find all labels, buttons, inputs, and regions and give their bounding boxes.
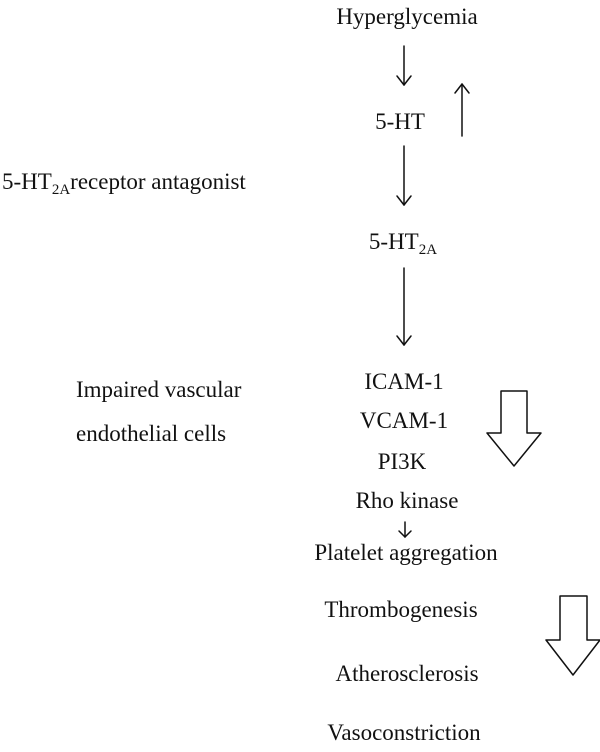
node-impaired-line1: Impaired vascular bbox=[76, 377, 242, 402]
node-atherosclerosis: Atherosclerosis bbox=[335, 661, 479, 686]
antagonist-base: 5-HT bbox=[2, 169, 52, 194]
node-vasoconstriction: Vasoconstriction bbox=[327, 720, 481, 745]
decrease-hollow-arrow-icon-2 bbox=[545, 595, 600, 676]
decrease-hollow-arrow-icon bbox=[486, 390, 542, 467]
node-impaired-line2: endothelial cells bbox=[76, 421, 227, 446]
arrow-5ht2a-to-icam1 bbox=[396, 267, 412, 346]
node-rho-kinase: Rho kinase bbox=[355, 488, 459, 513]
increase-up-arrow-icon bbox=[454, 83, 470, 137]
receptor-subscript: 2A bbox=[418, 242, 438, 258]
node-5ht2a-receptor-antagonist: 5-HT2Areceptor antagonist bbox=[2, 168, 246, 198]
node-vcam1: VCAM-1 bbox=[359, 408, 449, 433]
node-hyperglycemia: Hyperglycemia bbox=[336, 4, 478, 29]
arrow-hyperglycemia-to-5ht bbox=[396, 45, 412, 86]
node-pi3k: PI3K bbox=[377, 449, 427, 474]
node-icam1: ICAM-1 bbox=[364, 369, 444, 394]
antagonist-rest: receptor antagonist bbox=[70, 169, 246, 194]
antagonist-subscript: 2A bbox=[51, 182, 71, 198]
node-5ht: 5-HT bbox=[375, 109, 425, 134]
node-platelet-aggregation: Platelet aggregation bbox=[314, 540, 498, 565]
node-5ht2a: 5-HT2A bbox=[368, 228, 438, 258]
node-thrombogenesis: Thrombogenesis bbox=[324, 597, 478, 622]
receptor-base: 5-HT bbox=[368, 229, 419, 254]
arrow-rho-to-platelet bbox=[398, 521, 412, 538]
arrow-5ht-to-5ht2a bbox=[396, 145, 412, 206]
